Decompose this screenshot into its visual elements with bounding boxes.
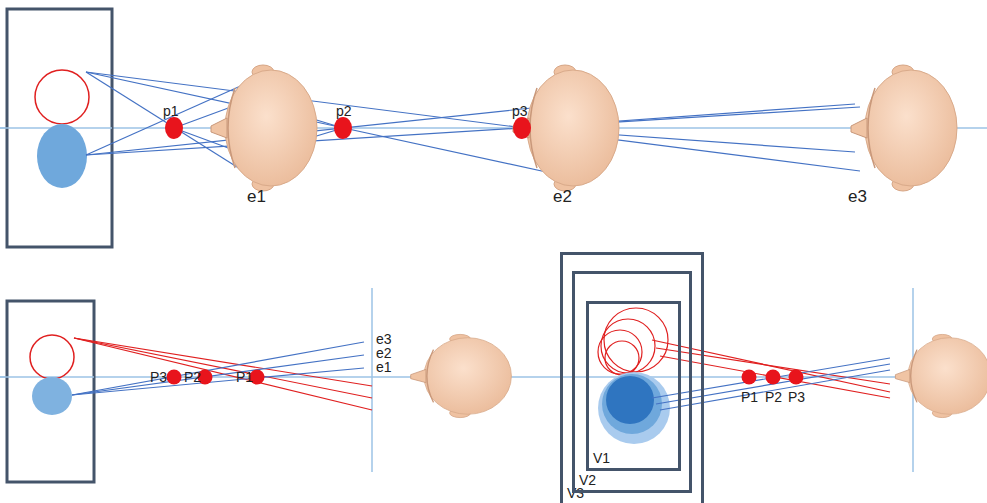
view-box: V1 [586, 301, 681, 471]
box-label: V2 [579, 472, 596, 488]
point-label: P3 [788, 390, 805, 404]
eye-label: e3 [848, 188, 867, 205]
point-label: p2 [336, 104, 352, 118]
point-label: p3 [512, 104, 528, 118]
point-label: P2 [184, 370, 201, 384]
view-box: V2V1 [572, 271, 692, 493]
point-label: P2 [765, 390, 782, 404]
point-label: P1 [236, 370, 253, 384]
eye-label: e1 [247, 188, 266, 205]
point-label: p1 [163, 104, 179, 118]
point-label: P1 [741, 390, 758, 404]
eye-label: e3 [376, 332, 392, 346]
box-label: V1 [593, 450, 610, 466]
view-box: V3V2V1 [560, 252, 704, 503]
eye-label: e2 [553, 188, 572, 205]
point-label: P3 [150, 370, 167, 384]
eye-label: e2 [376, 346, 392, 360]
eye-label: e1 [376, 360, 392, 374]
